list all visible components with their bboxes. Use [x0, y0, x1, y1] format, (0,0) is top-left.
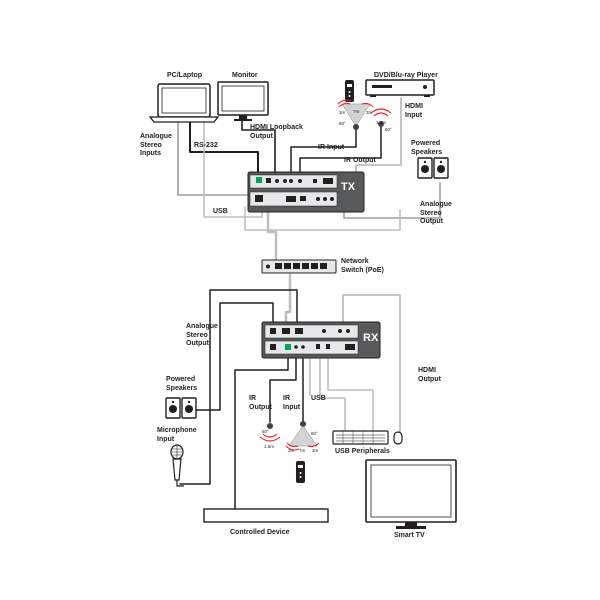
label-ir-input-rx: IR Input	[283, 395, 301, 411]
label-pc-laptop: PC/Laptop	[167, 72, 202, 79]
ir-sensor-icon-rx	[285, 421, 320, 451]
label-powered-speakers-rx: Powered Speakers	[166, 376, 198, 392]
label-dvd-player: DVD/Blu-ray Player	[374, 72, 438, 79]
label-rx-sensor-dist-c: 3m	[312, 448, 319, 453]
label-powered-speakers-tx: Powered Speakers	[411, 140, 443, 156]
label-monitor: Monitor	[232, 72, 258, 79]
lan-cable-rx	[284, 273, 292, 330]
label-hdmi-loopback-output: HDMI Loopback Output	[250, 124, 303, 140]
microphone-icon	[170, 444, 184, 487]
ir-input-cable-tx	[290, 126, 357, 179]
label-rs232: RS-232	[194, 142, 218, 149]
tx-bottom-loop	[244, 206, 401, 231]
label-usb-rx: USB	[311, 395, 326, 402]
label-ir-output-rx: IR Output	[249, 395, 272, 411]
label-tx-emitter-angle: 60°	[385, 127, 392, 132]
label-analogue-stereo-output-tx: Analogue Stereo Output	[420, 201, 452, 225]
ir-output-cable-tx	[299, 126, 382, 179]
laptop-icon	[148, 83, 220, 123]
analogue-input-cable	[177, 119, 251, 196]
label-controlled-device: Controlled Device	[230, 529, 290, 536]
powered-speakers-icon-rx	[165, 397, 197, 419]
monitor-icon	[217, 81, 269, 121]
label-analogue-stereo-inputs: Analogue Stereo Inputs	[140, 133, 172, 157]
controlled-device-icon	[203, 508, 329, 523]
usb-cable-rx	[319, 354, 346, 431]
tx-unit	[247, 171, 365, 213]
label-tx-sensor-dist-c: 3m	[366, 110, 373, 115]
label-ir-output-tx: IR Output	[344, 157, 376, 164]
remote-icon-tx	[345, 80, 354, 102]
rx-unit	[261, 321, 381, 359]
analogue-output-cable-rx	[194, 302, 274, 411]
powered-speakers-icon-tx	[417, 157, 449, 179]
label-network-switch: Network Switch (PoE)	[341, 258, 384, 274]
microphone-cable	[179, 289, 298, 485]
label-tx-sensor-angle: 60°	[339, 121, 346, 126]
cables	[177, 97, 441, 513]
rs232-cable	[189, 119, 259, 179]
hdmi-output-cable	[342, 294, 401, 439]
dvd-player-icon	[365, 79, 435, 97]
label-tx-sensor-dist-a: 3m	[339, 110, 346, 115]
ir-emitter-icon-rx	[259, 423, 281, 442]
label-usb-peripherals: USB Peripherals	[335, 448, 390, 455]
ir-output-cable-rx	[269, 354, 297, 423]
label-tx-emitter-dist: 1.5m	[376, 120, 387, 125]
ir-sensor-icon-tx	[337, 99, 374, 130]
ir-emitter-icon-tx	[370, 108, 392, 127]
label-rx-emitter-angle: 60°	[262, 429, 269, 434]
network-switch-icon	[261, 259, 337, 274]
usb-cable-rx-2	[327, 354, 374, 431]
label-smart-tv: Smart TV	[394, 532, 425, 539]
label-rx-sensor-dist-a: 3m	[288, 448, 295, 453]
rs232-cable-rx	[234, 354, 289, 513]
smart-tv-icon	[365, 459, 457, 529]
label-ir-input-tx: IR Input	[318, 144, 345, 151]
label-microphone-input: Microphone Input	[157, 427, 197, 443]
label-rx-sensor-dist-b: 7m	[299, 448, 306, 453]
label-analogue-stereo-output-rx: Analogue Stereo Output	[186, 323, 218, 347]
lan-cable-tx	[266, 201, 278, 264]
label-rx-emitter-dist: 1.5m	[264, 444, 275, 449]
remote-icon-rx	[296, 461, 305, 483]
hdmi-loopback-cable	[241, 120, 276, 179]
label-rx-sensor-angle: 60°	[311, 431, 318, 436]
label-usb-tx: USB	[213, 208, 228, 215]
label-tx: TX	[341, 181, 356, 193]
label-hdmi-output: HDMI Output	[418, 367, 441, 383]
label-hdmi-input: HDMI Input	[405, 103, 423, 119]
label-rx: RX	[363, 332, 379, 344]
usb-peripherals-icon	[332, 430, 403, 445]
label-tx-sensor-dist-b: 7m	[353, 109, 360, 114]
